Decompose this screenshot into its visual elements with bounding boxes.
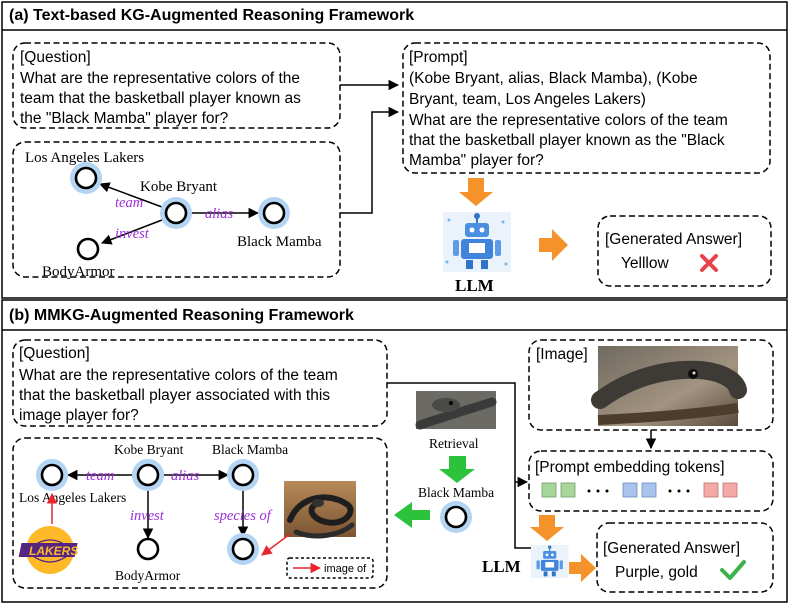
kg-node-lakers-b [36,459,68,491]
entity-lakers-b: Los Angeles Lakers [19,490,126,505]
entity-bodyarmor-b: BodyArmor [115,568,181,583]
prompt-line-4: that the basketball player known as the … [409,132,725,149]
prompt-tokens-tag: [Prompt embedding tokens] [535,459,725,476]
cross-mark-icon [700,254,718,272]
kg-node-lakers-a [70,162,102,194]
question-line-b-3: image player for? [19,407,139,424]
question-line-b-1: What are the representative colors of th… [19,367,338,384]
robot-llm-icon-b [531,545,569,578]
retrieved-entity-label: Black Mamba [418,485,494,500]
panel-a-title: (a) Text-based KG-Augmented Reasoning Fr… [9,7,414,24]
question-tag-b: [Question] [19,345,90,362]
check-mark-icon [720,560,746,580]
entity-kobe-b: Kobe Bryant [114,442,184,457]
panel-b-title: (b) MMKG-Augmented Reasoning Framework [9,307,354,324]
retrieved-entity-node [440,501,472,533]
question-tag-a: [Question] [20,49,91,66]
orange-right-arrow-b [569,554,596,582]
relation-team-b: team [86,468,114,484]
entity-mamba-a: Black Mamba [237,234,322,250]
prompt-tokens-box [528,450,774,512]
prompt-tag-a: [Prompt] [409,49,468,66]
answer-tag-a: [Generated Answer] [605,231,742,248]
token-group-blue [622,482,657,498]
snake-photo-large [591,346,747,426]
snake-photo [284,481,356,539]
relation-invest-b: invest [130,508,165,524]
entity-bodyarmor-a: BodyArmor [42,264,115,280]
image-tag: [Image] [536,346,588,363]
kg-box-a [12,141,341,278]
token-ellipsis-1 [587,489,609,493]
answer-text-b: Purple, gold [615,564,698,581]
prompt-box-a [402,42,771,174]
panel-a-frame [1,1,788,299]
relation-species-b: species of [214,508,273,524]
answer-box-a [597,215,772,287]
connector-question-to-llm [387,382,533,549]
token-group-red [703,482,738,498]
orange-down-arrow-b [530,515,564,541]
legend-image-of: image of [324,563,367,575]
kg-node-kobe-b [132,459,164,491]
relation-alias-a: alias [205,206,234,222]
entity-kobe-a: Kobe Bryant [140,179,218,195]
green-left-arrow [394,502,430,528]
prompt-line-5: Mamba" player for? [409,152,544,169]
orange-down-arrow-a [459,178,493,206]
entity-lakers-a: Los Angeles Lakers [25,150,144,166]
orange-right-arrow-a [539,229,568,261]
question-line-a-1: What are the representative colors of th… [20,70,300,87]
prompt-line-3: What are the representative colors of th… [409,112,728,129]
green-down-arrow [439,456,475,483]
prompt-line-2: Bryant, team, Los Angeles Lakers) [409,91,646,108]
retrieval-label: Retrieval [429,436,479,451]
relation-alias-b: alias [171,468,200,484]
llm-label-b: LLM [482,557,521,576]
lakers-logo: LAKERS [18,526,78,574]
panel-b-frame [1,299,788,603]
token-group-green [541,482,576,498]
kg-box-b [12,437,388,589]
question-line-a-3: the "Black Mamba" player for? [20,110,229,127]
relation-team-a: team [115,195,143,211]
answer-text-a: Yelllow [621,255,669,272]
prompt-line-1: (Kobe Bryant, alias, Black Mamba), (Kobe [409,70,698,87]
kg-node-snake-species-b [227,533,259,565]
kg-node-bodyarmor-b [136,537,160,561]
token-ellipsis-2 [668,489,690,493]
answer-tag-b: [Generated Answer] [603,540,740,557]
question-line-a-2: team that the basketball player known as [20,90,301,107]
llm-label-a: LLM [455,276,494,295]
kg-node-mamba-a [258,197,290,229]
entity-mamba-b: Black Mamba [212,442,288,457]
robot-llm-icon [443,212,511,272]
legend-box [286,557,374,579]
relation-invest-a: invest [115,226,150,242]
kg-node-bodyarmor-a [76,237,100,261]
question-line-b-2: that the basketball player associated wi… [19,387,330,404]
kg-node-mamba-b [227,459,259,491]
lakers-logo-text: LAKERS [29,544,78,558]
retrieval-snake-thumbnail [415,391,497,430]
answer-box-b [596,522,774,593]
kg-node-kobe-a [160,197,192,229]
